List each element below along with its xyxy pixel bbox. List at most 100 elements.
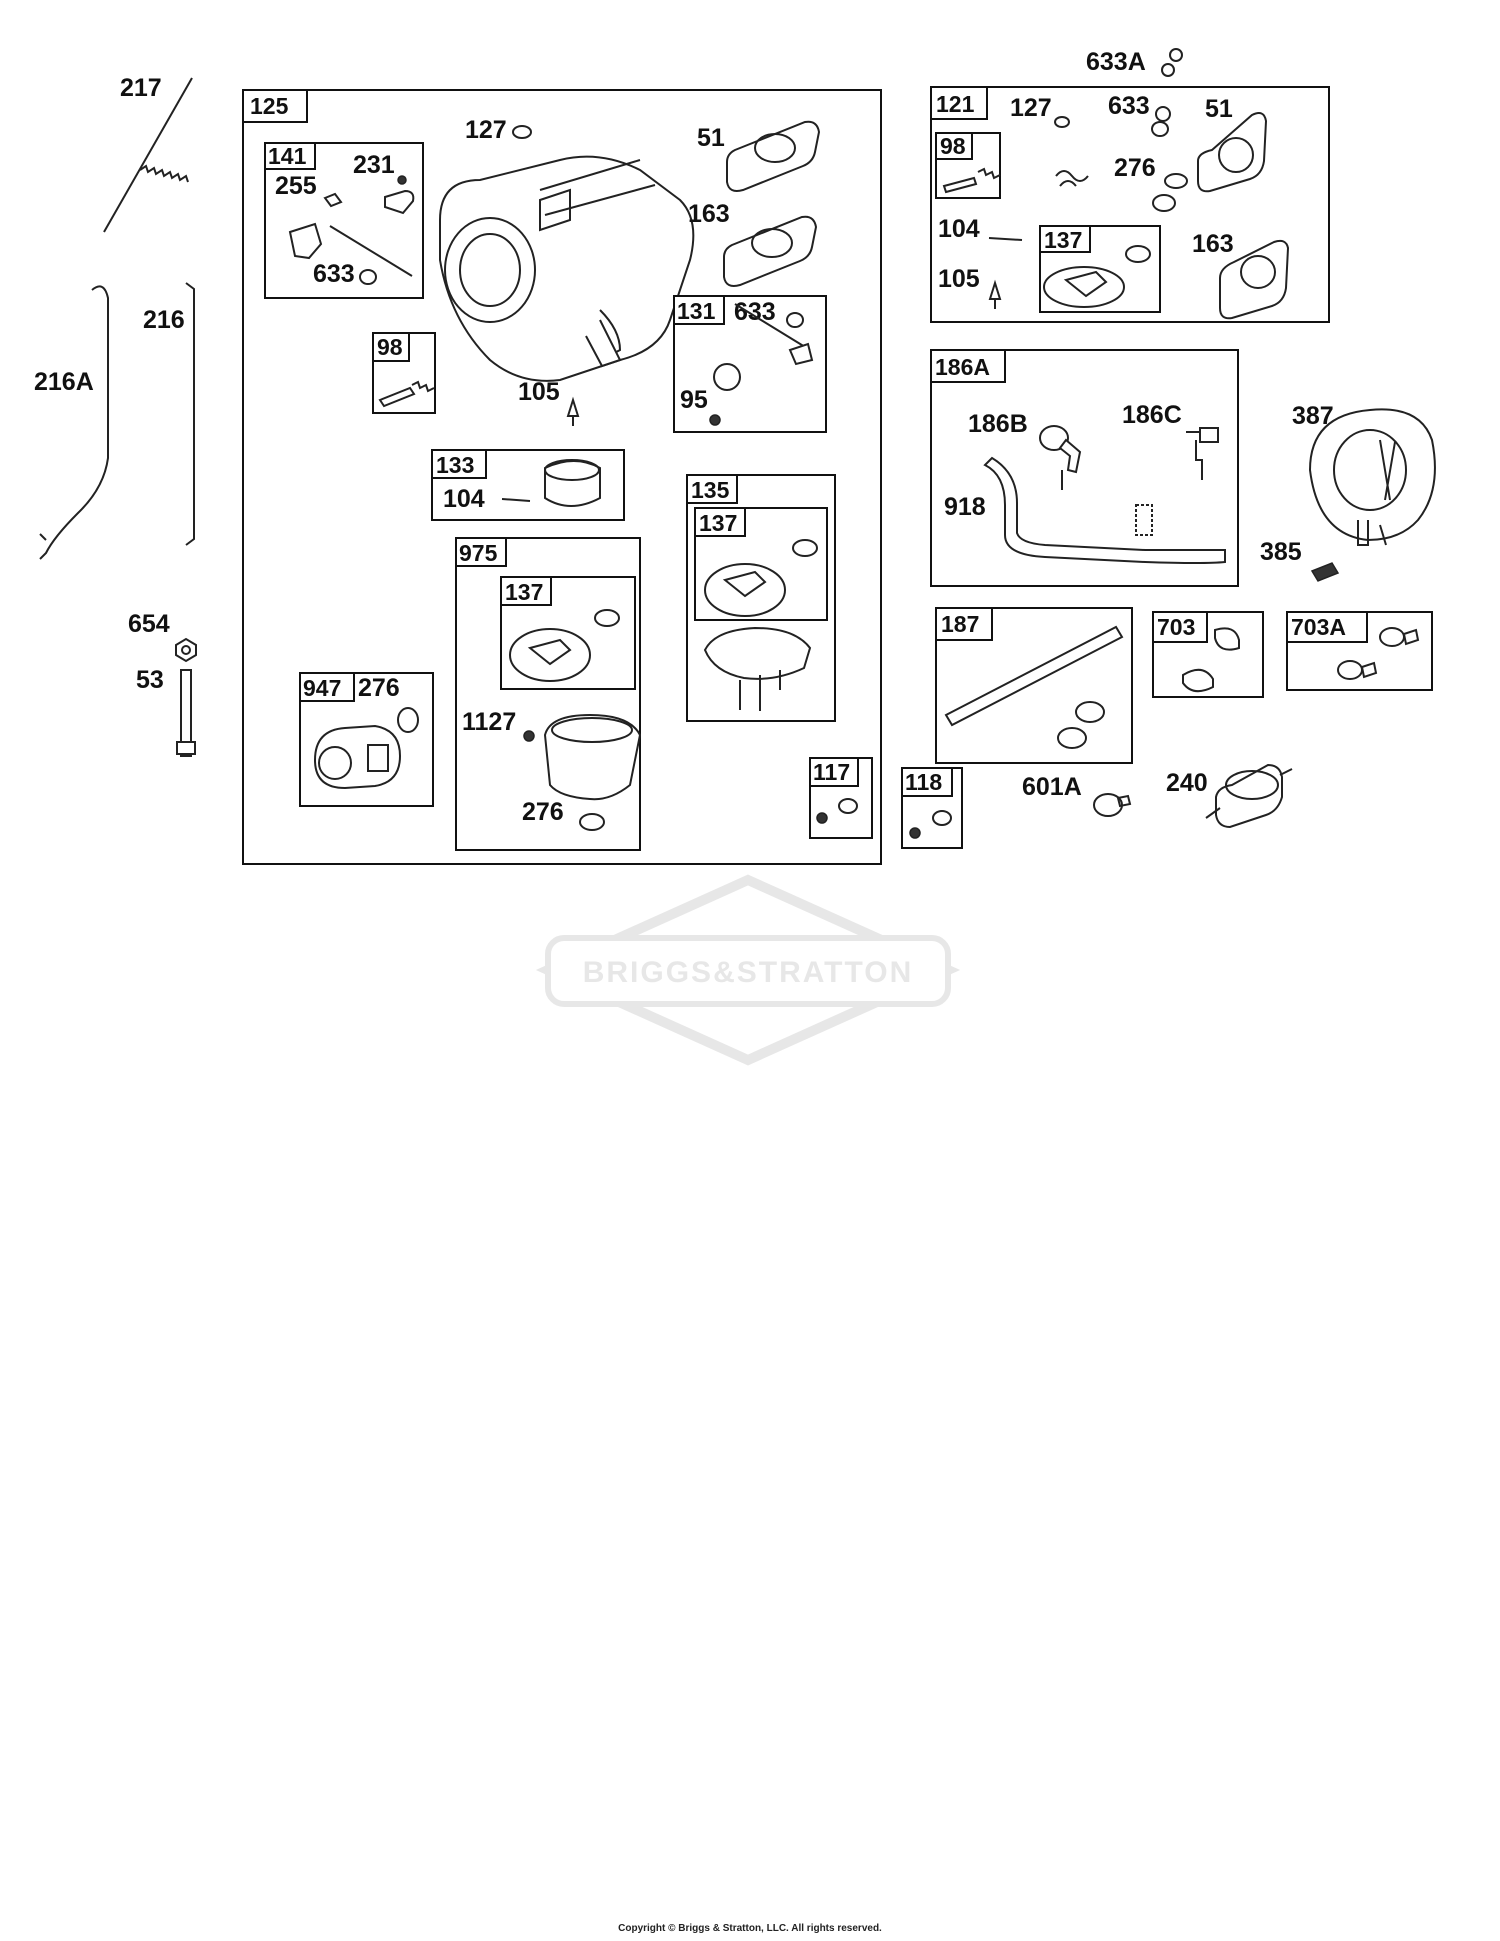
box-141-throttle-shaft-kit: 141 231 255 633 xyxy=(264,142,424,299)
callout-95: 95 xyxy=(680,386,708,414)
callout-104-121: 104 xyxy=(938,215,980,243)
box-137-121: 137 xyxy=(1039,225,1161,313)
idle-screw xyxy=(378,386,416,408)
seal-633-131 xyxy=(786,312,804,328)
fuel-bowl-135 xyxy=(703,626,812,680)
callout-918: 918 xyxy=(944,493,986,521)
fuel-hose-918 xyxy=(983,456,1226,564)
gasket-51-121 xyxy=(1197,112,1268,193)
screw-231 xyxy=(397,175,407,185)
box-137-gasket-kit: 137 xyxy=(694,507,828,621)
needle-105 xyxy=(566,396,580,426)
box-label-187: 187 xyxy=(941,611,979,637)
box-label-125: 125 xyxy=(250,93,289,119)
screw-118 xyxy=(909,827,921,839)
box-131-choke-shaft-kit: 131 633 95 xyxy=(673,295,827,433)
clamp-703A-1 xyxy=(1379,627,1405,647)
box-label-135: 135 xyxy=(691,477,730,503)
governor-link-216: 216 xyxy=(143,282,195,546)
hose-clamp-187-2 xyxy=(1057,727,1087,749)
clamp-703-1 xyxy=(1214,627,1240,651)
fuel-pump-387: 387 385 xyxy=(1260,402,1436,582)
box-label-118: 118 xyxy=(905,769,942,795)
clamp-703A-2 xyxy=(1337,660,1363,680)
callout-51-121: 51 xyxy=(1205,95,1233,123)
box-975-fuel-bowl-kit: 975 137 1127 276 xyxy=(455,537,642,851)
screw-385 xyxy=(1310,562,1340,582)
callout-105-121: 105 xyxy=(938,265,980,293)
box-187-fuel-line: 187 xyxy=(935,607,1133,764)
callout-51: 51 xyxy=(697,124,725,152)
box-98-idle-screw: 98 xyxy=(372,332,436,414)
callout-186B: 186B xyxy=(968,410,1028,438)
choke-plate xyxy=(713,363,741,391)
governor-spring-217: 217 xyxy=(103,74,193,233)
box-125-carburetor: 125 127 51 163 141 231 xyxy=(242,89,882,865)
o-ring-137-975 xyxy=(594,609,620,627)
box-label-137-121: 137 xyxy=(1044,227,1082,253)
throttle-plate xyxy=(384,189,415,215)
throttle-lever xyxy=(288,222,323,260)
brand-watermark: BRIGGS&STRATTON xyxy=(535,874,961,1066)
callout-105: 105 xyxy=(518,378,560,406)
callout-633-121: 633 xyxy=(1108,92,1150,120)
callout-127: 127 xyxy=(465,116,507,144)
box-label-186A: 186A xyxy=(935,354,990,380)
box-121-repair-kit: 633A 121 127 633 51 98 276 104 xyxy=(930,48,1330,323)
callout-127-121: 127 xyxy=(1010,94,1052,122)
washer-276-947 xyxy=(397,707,419,733)
box-118-screw: 118 xyxy=(901,767,963,849)
copyright-notice: Copyright © Briggs & Stratton, LLC. All … xyxy=(618,1923,882,1934)
choke-lever xyxy=(788,342,814,366)
box-label-975: 975 xyxy=(459,540,498,566)
callout-216: 216 xyxy=(143,306,185,334)
box-label-947: 947 xyxy=(303,675,341,701)
stud-53: 53 xyxy=(136,666,196,757)
washer-117 xyxy=(838,798,858,814)
carburetor-body xyxy=(439,155,695,382)
callout-633-131: 633 xyxy=(734,298,776,326)
callout-601A: 601A xyxy=(1022,773,1082,801)
callout-163-121: 163 xyxy=(1192,230,1234,258)
screw-1127 xyxy=(523,730,535,742)
callout-276-947: 276 xyxy=(358,674,400,702)
callout-255: 255 xyxy=(275,172,317,200)
washer-276-121-1 xyxy=(1164,173,1188,189)
callout-186C: 186C xyxy=(1122,401,1182,429)
pin-104 xyxy=(501,498,531,502)
callout-276-121: 276 xyxy=(1114,154,1156,182)
hose-clamp-187-1 xyxy=(1075,701,1105,723)
box-703-hose-clamps: 703 xyxy=(1152,611,1264,698)
washer-118 xyxy=(932,810,952,826)
fuel-bowl-975 xyxy=(543,713,642,801)
clamp-703-2 xyxy=(1182,668,1214,693)
box-98-121: 98 xyxy=(935,132,1001,199)
spring-255 xyxy=(323,192,343,208)
callout-240: 240 xyxy=(1166,769,1208,797)
box-117-drain-screw: 117 xyxy=(809,757,873,839)
box-135-fuel-bowl-assembly: 135 137 xyxy=(686,474,836,722)
screw-117 xyxy=(816,812,828,824)
gasket-51: 51 xyxy=(697,120,821,192)
box-label-137-135: 137 xyxy=(699,510,737,536)
box-703A-hose-clamps: 703A xyxy=(1286,611,1433,691)
callout-53: 53 xyxy=(136,666,164,694)
callout-385: 385 xyxy=(1260,538,1302,566)
seal-633-121-2 xyxy=(1151,121,1169,137)
float-133 xyxy=(544,460,601,507)
callout-633-141: 633 xyxy=(313,260,355,288)
fuel-filter-240: 240 xyxy=(1166,763,1293,829)
filter-insert xyxy=(1135,504,1153,536)
pin-104-121 xyxy=(988,237,1023,241)
hose-clamp-601A: 601A xyxy=(1022,773,1132,817)
solenoid-947 xyxy=(313,724,402,790)
idle-spring xyxy=(411,380,435,393)
box-label-98: 98 xyxy=(377,334,403,360)
callout-104: 104 xyxy=(443,485,485,513)
callout-276-975: 276 xyxy=(522,798,564,826)
elbow-fitting-186C xyxy=(1186,427,1219,480)
spring-121 xyxy=(1055,170,1089,187)
nut-654: 654 xyxy=(128,610,197,663)
callout-231: 231 xyxy=(353,151,395,179)
governor-link-216A: 216A xyxy=(34,285,109,560)
